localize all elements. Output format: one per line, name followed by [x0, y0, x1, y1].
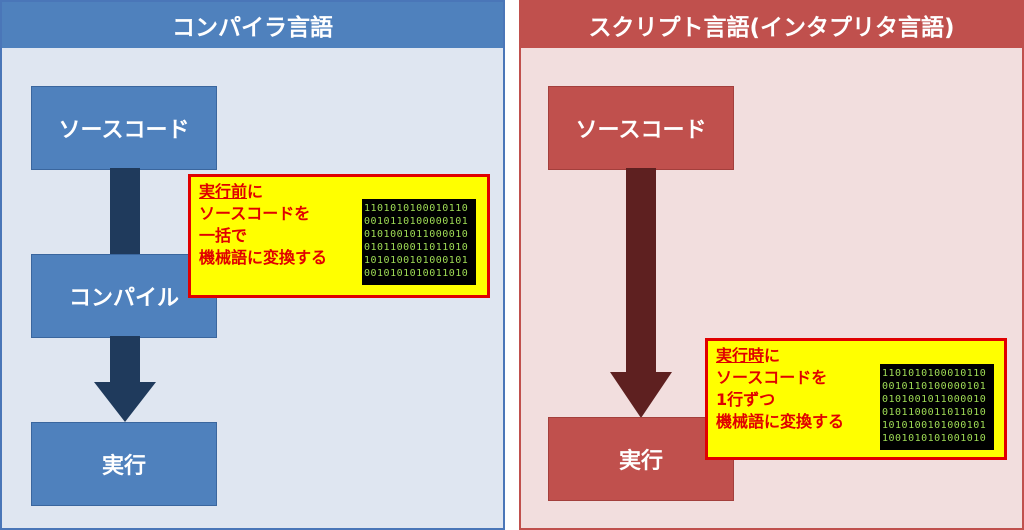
machine-code-image: 1101010100010110 0010110100000101 010100… — [362, 199, 476, 285]
compile-to-execute-arrow — [94, 336, 156, 422]
note-line-4: 機械語に変換する — [716, 412, 845, 431]
source-code-box: ソースコード — [548, 86, 734, 170]
execute-box: 実行 — [31, 422, 217, 506]
compiler-language-title: コンパイラ言語 — [2, 2, 503, 48]
source-code-box: ソースコード — [31, 86, 217, 170]
note-line-3: 1行ずつ — [716, 390, 776, 409]
note-line-1: 実行前に — [199, 182, 264, 201]
source-to-compile-arrow — [110, 168, 140, 258]
note-line-2: ソースコードを — [716, 368, 828, 387]
script-language-title: スクリプト言語(インタプリタ言語) — [521, 2, 1022, 48]
source-to-execute-arrow — [610, 168, 672, 418]
note-line-4: 機械語に変換する — [199, 248, 328, 267]
machine-code-image: 1101010100010110 0010110100000101 010100… — [880, 364, 994, 450]
note-line-1: 実行時に — [716, 346, 781, 365]
note-line-2: ソースコードを — [199, 204, 311, 223]
execute-box: 実行 — [548, 417, 734, 501]
note-line-3: 一括で — [199, 226, 248, 245]
